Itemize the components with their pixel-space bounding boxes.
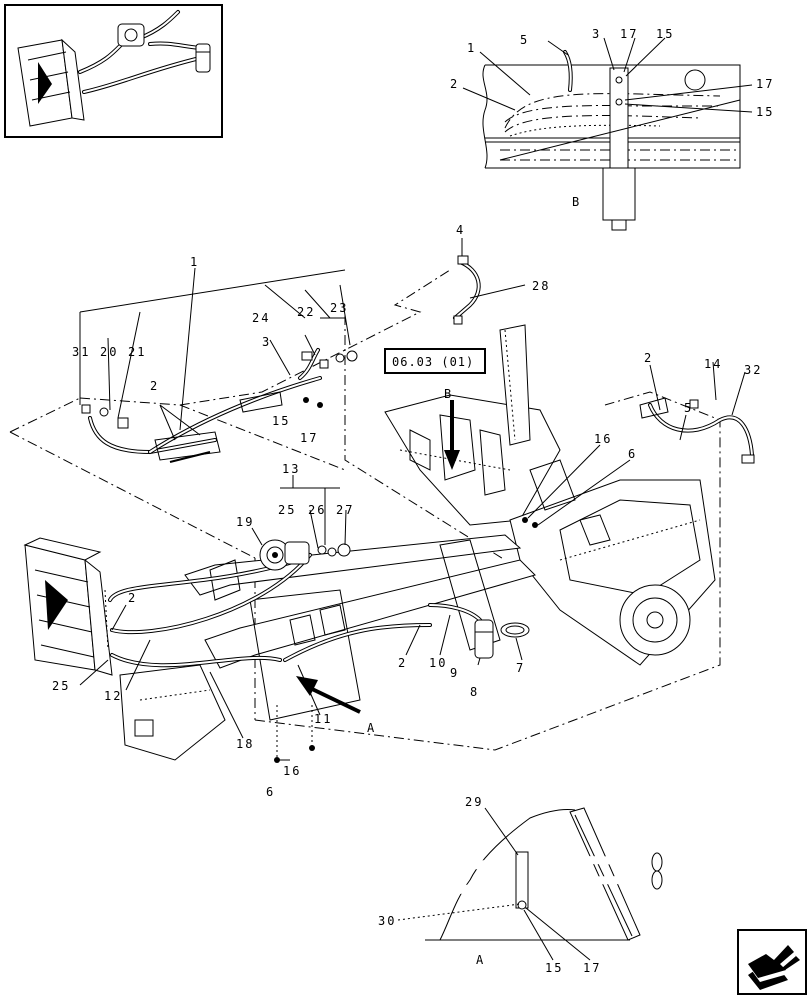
- callout-2-left: 2: [128, 591, 137, 605]
- callout-7: 7: [516, 661, 525, 675]
- callout-26: 26: [308, 503, 326, 517]
- callout-20: 20: [100, 345, 118, 359]
- callout-2-top: 2: [150, 379, 159, 393]
- callout-23: 23: [330, 301, 348, 315]
- main-assembly-outline: [9, 269, 721, 751]
- callout-11: 11: [314, 712, 332, 726]
- callout-21: 21: [128, 345, 146, 359]
- reference-box-text: 06.03 (01): [392, 355, 474, 369]
- callout-25-mid: 25: [278, 503, 296, 517]
- callout-19: 19: [236, 515, 254, 529]
- next-page-arrow-icon[interactable]: [737, 929, 807, 995]
- view-b-arrow: [444, 400, 460, 470]
- view-b-letter: B: [444, 387, 453, 401]
- detail-a-callout-17: 17: [583, 961, 601, 975]
- callout-2-right: 2: [644, 351, 653, 365]
- callout-2-bottom: 2: [398, 656, 407, 670]
- callout-28: 28: [532, 279, 550, 293]
- condenser: [23, 537, 113, 676]
- main-leaders: [79, 238, 746, 761]
- callout-18: 18: [236, 737, 254, 751]
- detail-b-callout-15b: 15: [756, 105, 774, 119]
- compressor: [259, 539, 310, 571]
- callout-1: 1: [190, 255, 199, 269]
- reference-box[interactable]: [384, 348, 486, 374]
- engine-chassis: [384, 324, 716, 666]
- callout-13: 13: [282, 462, 300, 476]
- callout-6: 6: [628, 447, 637, 461]
- detail-a-callout-29: 29: [465, 795, 483, 809]
- callout-22: 22: [297, 305, 315, 319]
- frame-support-left: [119, 664, 226, 761]
- hoses: [88, 260, 754, 668]
- callout-10: 10: [429, 656, 447, 670]
- detail-a-callout-30: 30: [378, 914, 396, 928]
- callout-14: 14: [704, 357, 722, 371]
- detail-b-callout-2: 2: [450, 77, 459, 91]
- callout-15: 15: [272, 414, 290, 428]
- detail-b-callout-17: 17: [620, 27, 638, 41]
- callout-32: 32: [744, 363, 762, 377]
- brackets-2: [154, 391, 669, 463]
- callout-6-bottom: 6: [266, 785, 275, 799]
- overview-thumbnail[interactable]: [4, 4, 223, 138]
- detail-view-b: [482, 50, 741, 231]
- callout-4: 4: [456, 223, 465, 237]
- detail-b-callout-17b: 17: [756, 77, 774, 91]
- receiver-drier: [474, 619, 494, 659]
- detail-b-callout-15: 15: [656, 27, 674, 41]
- view-a-letter: A: [367, 721, 376, 735]
- detail-b-callout-1: 1: [467, 41, 476, 55]
- callout-5: 5: [684, 401, 693, 415]
- callout-12: 12: [104, 689, 122, 703]
- callout-25-left: 25: [52, 679, 70, 693]
- callout-31: 31: [72, 345, 90, 359]
- callout-16-bottom: 16: [283, 764, 301, 778]
- callout-27: 27: [336, 503, 354, 517]
- callout-16: 16: [594, 432, 612, 446]
- detail-b-callout-5: 5: [520, 33, 529, 47]
- detail-b-view-letter: B: [572, 195, 581, 209]
- detail-a-callout-15: 15: [545, 961, 563, 975]
- detail-view-a: [425, 807, 664, 941]
- detail-a-view-letter: A: [476, 953, 485, 967]
- frame-rails: [184, 534, 536, 721]
- callout-3: 3: [262, 335, 271, 349]
- detail-b-callout-3: 3: [592, 27, 601, 41]
- fittings: [81, 255, 755, 763]
- clamp-7: [500, 622, 530, 638]
- callout-9: 9: [450, 666, 459, 680]
- callout-24: 24: [252, 311, 270, 325]
- callout-8: 8: [470, 685, 479, 699]
- callout-17: 17: [300, 431, 318, 445]
